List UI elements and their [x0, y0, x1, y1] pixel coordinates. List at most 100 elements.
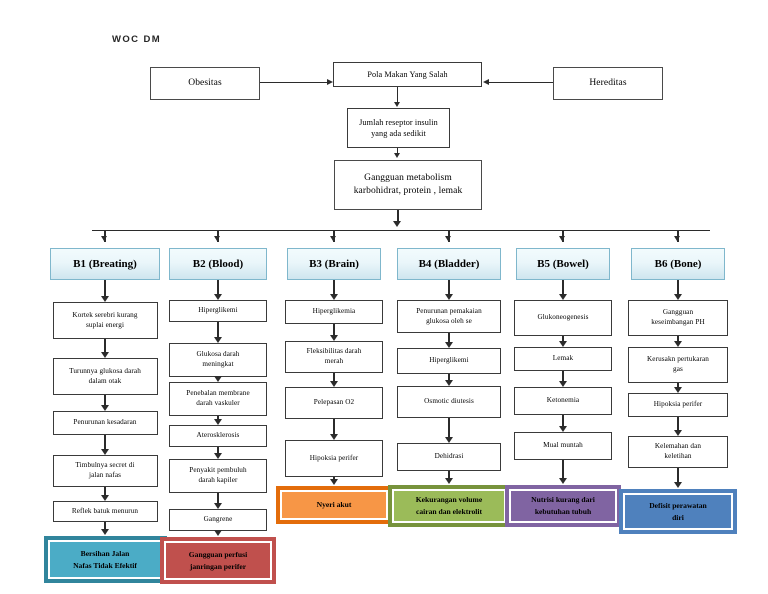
process-box-line: Gangguan: [662, 308, 694, 317]
connector-line: [104, 339, 106, 353]
process-box-line: darah kapiler: [198, 476, 238, 484]
process-box: Reflek batuk menurun: [52, 501, 158, 522]
node-reseptor-insulin: Jumlah reseptor insulin yang ada sedikit: [347, 108, 450, 148]
node-hereditas-label: Hereditas: [589, 78, 627, 89]
column-header-4[interactable]: B4 (Bladder): [397, 248, 501, 280]
process-box-line: gas: [673, 365, 683, 373]
process-box-line: keletihan: [664, 452, 692, 460]
connector-line: [333, 324, 335, 336]
arrowhead-icon: [100, 405, 109, 411]
arrowhead-icon: [444, 437, 453, 443]
connector-line: [217, 447, 219, 454]
connector-line: [217, 416, 219, 420]
arrowhead-icon: [213, 376, 222, 382]
column-header-label: B3 (Brain): [309, 257, 359, 270]
arrowhead-icon: [329, 335, 338, 341]
column-header-2[interactable]: B2 (Blood): [169, 248, 267, 280]
column-header-5[interactable]: B5 (Bowel): [516, 248, 610, 280]
process-box: Mual muntah: [514, 432, 612, 460]
connector-line: [448, 374, 450, 381]
column-header-label: B1 (Breating): [73, 257, 137, 270]
node-pola-makan-label: Pola Makan Yang Salah: [367, 69, 448, 79]
process-box: Gangrene: [169, 509, 267, 531]
arrowhead-icon: [329, 479, 338, 485]
arrowhead-icon: [329, 381, 338, 387]
connector-line: [562, 415, 564, 427]
process-box-line: Hiperglikemi: [429, 356, 469, 365]
column-header-1[interactable]: B1 (Breating): [50, 248, 160, 280]
process-box-line: Aterosklerosis: [196, 431, 240, 440]
diagnosis-box-line: Bersihan Jalan: [80, 548, 130, 558]
process-box-line: Hiperglikemia: [312, 307, 356, 316]
arrowhead-icon: [100, 352, 109, 358]
node-reseptor-insulin-line1: Jumlah reseptor insulin: [359, 117, 438, 127]
process-box-line: Lemak: [552, 354, 574, 363]
node-hereditas: Hereditas: [553, 67, 663, 100]
arrowhead-icon: [559, 235, 566, 241]
diagnosis-box-line: kebutuhan tubuh: [534, 507, 592, 516]
arrowhead-reseptor: [394, 102, 400, 107]
arrowhead-icon: [558, 381, 567, 387]
connector-obesitas-to-polamakan: [260, 82, 327, 84]
column-header-3[interactable]: B3 (Brain): [287, 248, 381, 280]
process-box-line: jalan nafas: [88, 471, 122, 479]
process-box-line: Glukosa darah: [196, 350, 240, 359]
connector-line: [217, 322, 219, 338]
process-box-line: dalam otak: [88, 376, 122, 385]
process-box: Dehidrasi: [397, 443, 501, 471]
arrowhead-icon: [558, 426, 567, 432]
process-box-line: Osmotic diutesis: [424, 397, 474, 406]
node-reseptor-insulin-line2: yang ada sedikit: [371, 129, 426, 138]
arrowhead-icon: [558, 478, 567, 484]
node-pola-makan: Pola Makan Yang Salah: [333, 62, 482, 87]
arrowhead-metabolism: [394, 153, 400, 158]
arrowhead-icon: [673, 341, 682, 347]
connector-hereditas-to-polamakan: [489, 82, 553, 84]
process-box-line: Penebalan membrane: [186, 389, 250, 398]
arrowhead-icon: [100, 449, 109, 455]
column-header-6[interactable]: B6 (Bone): [631, 248, 725, 280]
diagnosis-box-line: Nafas Tidak Efektif: [73, 560, 137, 570]
connector-line: [333, 373, 335, 382]
page-title: WOC DM: [112, 34, 162, 45]
connector-line: [104, 395, 106, 406]
diagnosis-box-3[interactable]: Nyeri akut: [276, 486, 392, 524]
process-box-line: Glukoneogenesis: [537, 313, 589, 322]
process-box: Hipoksia perifer: [285, 440, 383, 477]
connector-line: [677, 280, 679, 295]
process-box-line: suplai energi: [85, 320, 125, 329]
diagnosis-box-line: Defisit perawatan: [649, 500, 707, 510]
arrowhead-icon: [673, 294, 682, 300]
arrowhead-bus: [393, 221, 401, 227]
process-box-line: keseimbangan PH: [651, 318, 705, 326]
process-box-line: Mual muntah: [543, 441, 583, 450]
arrowhead-icon: [673, 482, 682, 488]
diagnosis-box-line: Nyeri akut: [316, 500, 352, 510]
arrowhead-icon: [213, 419, 222, 425]
connector-line: [448, 471, 451, 480]
connector-line: [448, 280, 450, 295]
arrowhead-icon: [100, 296, 109, 302]
process-box-line: Hiperglikemi: [198, 306, 238, 315]
connector-line: [104, 487, 106, 496]
connector-polamakan-to-reseptor: [397, 87, 399, 103]
process-box-line: Ketonemia: [546, 396, 580, 405]
process-box: Hiperglikemia: [285, 300, 383, 324]
arrowhead-icon: [673, 387, 682, 393]
process-box: Hiperglikemi: [397, 348, 501, 374]
connector-line: [562, 371, 564, 382]
process-box-line: merah: [324, 357, 344, 365]
connector-metabolism-to-bus: [397, 210, 400, 223]
